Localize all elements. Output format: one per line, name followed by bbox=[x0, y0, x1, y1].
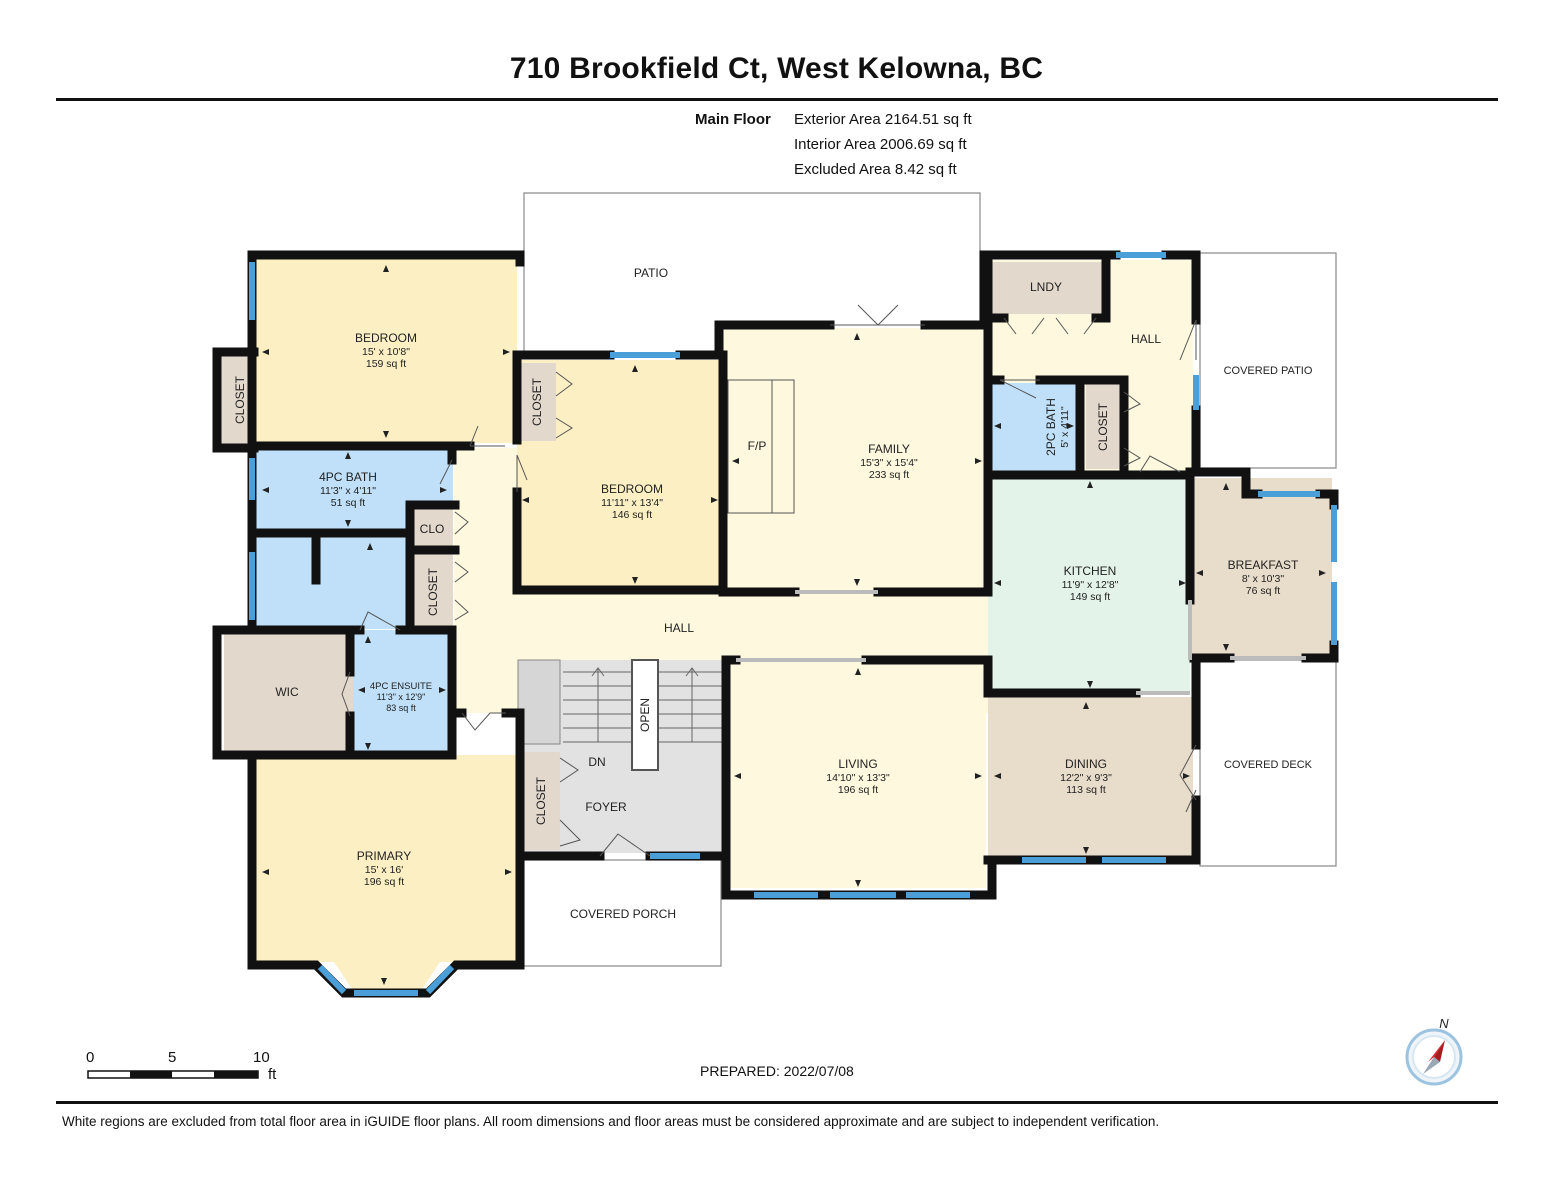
covered-patio-area bbox=[1199, 252, 1337, 469]
excluded-area: Excluded Area 8.42 sq ft bbox=[794, 161, 957, 178]
hall-label: HALL bbox=[664, 621, 694, 635]
covered-deck-area bbox=[1199, 659, 1337, 867]
fireplace bbox=[727, 379, 795, 514]
covered-deck-label: COVERED DECK bbox=[1224, 759, 1313, 771]
breakfast-dims: 8' x 10'3" bbox=[1242, 573, 1284, 585]
ensuite-area: 83 sq ft bbox=[386, 703, 416, 713]
dining-fill bbox=[988, 697, 1193, 857]
compass-icon bbox=[1405, 1028, 1463, 1086]
primary-dims: 15' x 16' bbox=[365, 864, 403, 876]
header-rule bbox=[56, 98, 1498, 101]
breakfast-fill bbox=[1190, 478, 1332, 656]
prepared-date: PREPARED: 2022/07/08 bbox=[700, 1063, 854, 1079]
laundry-fill bbox=[992, 262, 1104, 314]
scale-tick-5: 5 bbox=[168, 1049, 177, 1066]
closet-3-label: CLOSET bbox=[426, 567, 440, 616]
covered-patio-label: COVERED PATIO bbox=[1224, 365, 1313, 377]
clo-label: CLO bbox=[420, 522, 445, 536]
doors bbox=[341, 304, 1306, 857]
living-dims: 14'10" x 13'3" bbox=[826, 772, 890, 784]
bath-2pc-name: 2PC BATH bbox=[1044, 398, 1058, 456]
closet-foyer-fill bbox=[524, 752, 560, 850]
dining-area: 113 sq ft bbox=[1066, 784, 1106, 796]
disclaimer: White regions are excluded from total fl… bbox=[62, 1114, 1160, 1129]
bath-2pc-fill bbox=[990, 383, 1078, 471]
family-area: 233 sq ft bbox=[869, 469, 909, 481]
open-label: OPEN bbox=[638, 698, 652, 732]
dining-name: DINING bbox=[1065, 757, 1107, 771]
breakfast-name: BREAKFAST bbox=[1228, 558, 1299, 572]
bath-2pc-dims: 5' x 4'11" bbox=[1059, 406, 1071, 448]
bath-4pc-dims: 11'3" x 4'11" bbox=[320, 485, 376, 497]
kitchen-area: 149 sq ft bbox=[1070, 591, 1110, 603]
primary-name: PRIMARY bbox=[357, 849, 411, 863]
floor-name: Main Floor bbox=[695, 111, 771, 128]
page-title: 710 Brookfield Ct, West Kelowna, BC bbox=[509, 52, 1044, 85]
exterior-area: Exterior Area 2164.51 sq ft bbox=[794, 111, 972, 128]
closet-4-label: CLOSET bbox=[1096, 402, 1110, 451]
footer-rule bbox=[56, 1101, 1498, 1104]
bedroom-2-name: BEDROOM bbox=[601, 482, 663, 496]
patio-label: PATIO bbox=[634, 266, 668, 280]
scale-tick-10: 10 bbox=[253, 1049, 270, 1066]
closet-2-label: CLOSET bbox=[530, 377, 544, 426]
dimension-arrows bbox=[262, 265, 1326, 985]
family-dims: 15'3" x 15'4" bbox=[860, 457, 918, 469]
primary-area: 196 sq ft bbox=[364, 876, 404, 888]
living-fill bbox=[728, 662, 986, 888]
closet-3-fill bbox=[413, 552, 453, 626]
scale-bar bbox=[87, 1070, 259, 1079]
bedroom-1-fill bbox=[255, 258, 517, 443]
scale-tick-0: 0 bbox=[86, 1049, 95, 1066]
kitchen-dims: 11'9" x 12'8" bbox=[1062, 579, 1119, 591]
closet-foyer-label: CLOSET bbox=[534, 776, 548, 825]
scale-unit: ft bbox=[268, 1066, 277, 1083]
ensuite-name: 4PC ENSUITE bbox=[370, 681, 432, 692]
closet-2-fill bbox=[518, 363, 556, 441]
breakfast-area: 76 sq ft bbox=[1246, 585, 1281, 597]
wic-fill bbox=[224, 630, 353, 752]
bath-4pc-name: 4PC BATH bbox=[319, 470, 377, 484]
living-name: LIVING bbox=[838, 757, 877, 771]
bath-4pc-shower-fill bbox=[255, 537, 408, 629]
compass-north-label: N bbox=[1439, 1016, 1449, 1031]
primary-fill bbox=[255, 755, 517, 992]
bedroom-2-area: 146 sq ft bbox=[612, 509, 652, 521]
kitchen-name: KITCHEN bbox=[1064, 564, 1117, 578]
clo-fill bbox=[413, 507, 453, 547]
bath-4pc-area: 51 sq ft bbox=[331, 497, 366, 509]
interior-area: Interior Area 2006.69 sq ft bbox=[794, 136, 967, 153]
bedroom-1-name: BEDROOM bbox=[355, 331, 417, 345]
ensuite-dims: 11'3" x 12'9" bbox=[377, 692, 426, 702]
dining-dims: 12'2" x 9'3" bbox=[1060, 772, 1112, 784]
stairs-down-label: DN bbox=[588, 755, 605, 769]
upper-hall-label: HALL bbox=[1131, 332, 1161, 346]
fireplace-label: F/P bbox=[748, 439, 767, 453]
foyer-label: FOYER bbox=[585, 800, 627, 814]
bedroom-1-area: 159 sq ft bbox=[366, 358, 406, 370]
living-area: 196 sq ft bbox=[838, 784, 878, 796]
family-name: FAMILY bbox=[868, 442, 910, 456]
laundry-label: LNDY bbox=[1030, 280, 1062, 294]
bedroom-1-dims: 15' x 10'8" bbox=[362, 346, 410, 358]
stairs bbox=[517, 659, 726, 771]
wic-label: WIC bbox=[275, 685, 299, 699]
ensuite-fill bbox=[353, 630, 451, 752]
closet-1-label: CLOSET bbox=[233, 375, 247, 424]
kitchen-fill bbox=[988, 478, 1190, 693]
room-labels: PATIO COVERED PATIO COVERED DECK COVERED… bbox=[233, 266, 1313, 921]
windows bbox=[249, 252, 1337, 996]
covered-porch-label: COVERED PORCH bbox=[570, 907, 676, 921]
closet-4-fill bbox=[1086, 383, 1122, 469]
bedroom-2-dims: 11'11" x 13'4" bbox=[601, 497, 663, 509]
